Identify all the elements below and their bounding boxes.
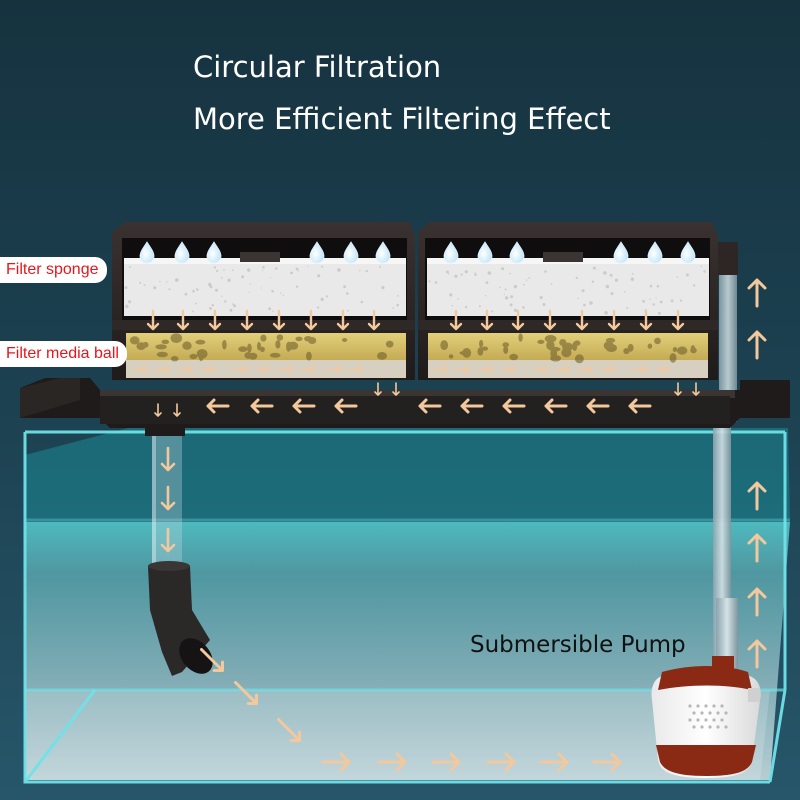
arrow-down-icon [671, 309, 685, 331]
arrow-down-icon [392, 382, 400, 396]
arrow-down-icon [272, 309, 286, 331]
arrow-right-icon [592, 752, 622, 772]
sponge-texture [124, 265, 706, 315]
arrow-down-icon [692, 382, 700, 396]
label-submersible-pump: Submersible Pump [470, 632, 686, 658]
filter-tray [20, 378, 790, 428]
arrow-down-icon [146, 309, 160, 331]
arrow-down-icon [543, 309, 557, 331]
arrow-right-icon [155, 365, 169, 373]
label-filter-media-ball: Filter media ball [0, 341, 127, 367]
arrow-right-icon [555, 365, 569, 373]
arrow-down-icon [160, 446, 176, 472]
arrow-right-icon [655, 365, 669, 373]
arrow-left-icon [586, 398, 610, 414]
arrow-diagonal-icon [277, 718, 301, 742]
arrow-down-icon [336, 309, 350, 331]
arrow-down-icon [154, 403, 162, 417]
arrow-right-icon [539, 752, 569, 772]
arrow-up-icon [747, 330, 767, 360]
arrow-down-icon [639, 309, 653, 331]
arrow-down-icon [374, 382, 382, 396]
filter-sponge-left [124, 258, 406, 316]
arrow-down-icon [449, 309, 463, 331]
arrow-left-icon [292, 398, 316, 414]
arrow-right-icon [633, 365, 647, 373]
arrow-diagonal-icons [200, 648, 301, 742]
arrow-right-icon [349, 365, 363, 373]
filter-sponge-right [427, 258, 709, 316]
arrow-left-icon [460, 398, 484, 414]
arrow-right-icon [321, 752, 351, 772]
arrow-right-icon [478, 365, 492, 373]
drain-arrow-down-icons [160, 446, 176, 553]
label-filter-sponge: Filter sponge [0, 257, 107, 283]
arrow-down-icons [146, 309, 685, 331]
arrow-right-icon [133, 365, 147, 373]
arrow-right-icon [433, 365, 447, 373]
headline-circular-filtration: Circular Filtration [193, 50, 442, 84]
arrow-right-icon [255, 365, 269, 373]
tank-water [25, 522, 790, 780]
arrow-right-icon [278, 365, 292, 373]
arrow-left-icons [206, 398, 652, 414]
arrow-up-icon [747, 533, 767, 563]
arrow-down-icon [160, 527, 176, 553]
arrow-diagonal-icon [234, 681, 258, 705]
arrow-right-icon [178, 365, 192, 373]
arrow-down-icon [173, 403, 181, 417]
arrow-up-icon [747, 587, 767, 617]
small-flow-arrow-icons [133, 365, 700, 417]
arrow-right-icon [486, 752, 516, 772]
water-surface [25, 428, 790, 522]
arrow-down-icon [160, 485, 176, 511]
arrow-up-icon [747, 278, 767, 308]
arrow-up-icon [747, 639, 767, 669]
arrow-up-icon [747, 481, 767, 511]
arrow-left-icon [250, 398, 274, 414]
tank-floor-glow [25, 690, 770, 780]
arrow-down-icon [208, 309, 222, 331]
arrow-right-icon [377, 752, 407, 772]
arrow-down-icon [575, 309, 589, 331]
arrow-left-icon [544, 398, 568, 414]
arrow-down-icon [480, 309, 494, 331]
arrow-right-icon [601, 365, 615, 373]
arrow-right-icon [455, 365, 469, 373]
arrow-right-icon [328, 365, 342, 373]
arrow-right-icon [578, 365, 592, 373]
arrow-down-icon [367, 309, 381, 331]
arrow-right-icon [233, 365, 247, 373]
arrow-down-icon [674, 382, 682, 396]
arrow-down-icon [240, 309, 254, 331]
arrow-right-icon [301, 365, 315, 373]
arrow-right-icons [321, 752, 622, 772]
arrow-up-icons [747, 278, 767, 669]
arrow-left-icon [502, 398, 526, 414]
arrow-left-icon [418, 398, 442, 414]
arrow-down-icon [176, 309, 190, 331]
arrow-right-icon [533, 365, 547, 373]
filter-box-left [112, 222, 415, 380]
headline-efficient-filtering: More Efficient Filtering Effect [193, 102, 611, 136]
submersible-pump-icon [651, 656, 761, 778]
arrow-down-icon [511, 309, 525, 331]
arrow-right-icon [431, 752, 461, 772]
arrow-down-icon [304, 309, 318, 331]
arrow-down-icon [607, 309, 621, 331]
arrow-left-icon [334, 398, 358, 414]
arrow-left-icon [628, 398, 652, 414]
arrow-right-icon [201, 365, 215, 373]
arrow-left-icon [206, 398, 230, 414]
filter-box-right [418, 222, 718, 380]
arrow-diagonal-icon [200, 648, 224, 672]
arrow-right-icon [501, 365, 515, 373]
media-ball-texture [129, 333, 697, 364]
